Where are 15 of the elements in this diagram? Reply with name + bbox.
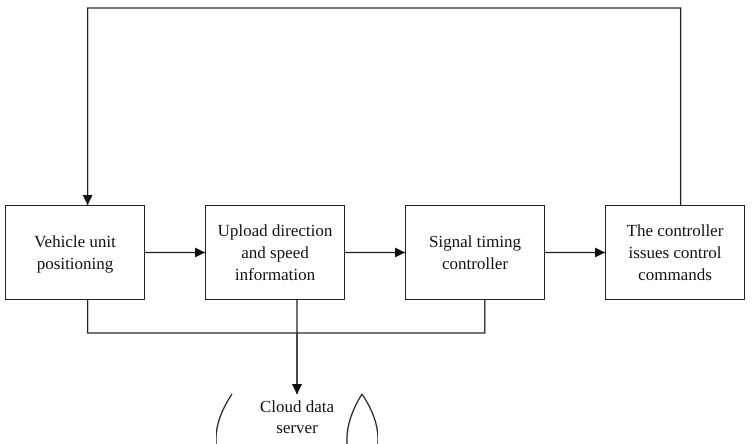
- box-label: Signal timing controller: [428, 230, 522, 274]
- arrow: [545, 248, 605, 258]
- box-label: The controller issues control commands: [626, 220, 724, 286]
- box-label: Cloud data server: [258, 396, 336, 438]
- process-box: [405, 205, 545, 300]
- process-box: [605, 205, 745, 300]
- arrow: [82, 7, 682, 205]
- process-box: [205, 205, 345, 300]
- box-label: Upload direction and speed information: [216, 220, 334, 286]
- arrow: [145, 248, 205, 258]
- process-box: [5, 205, 145, 300]
- arrow: [292, 300, 486, 394]
- arrow: [345, 248, 405, 258]
- storage-shape: [216, 393, 378, 444]
- box-label: Vehicle unit positioning: [33, 230, 117, 274]
